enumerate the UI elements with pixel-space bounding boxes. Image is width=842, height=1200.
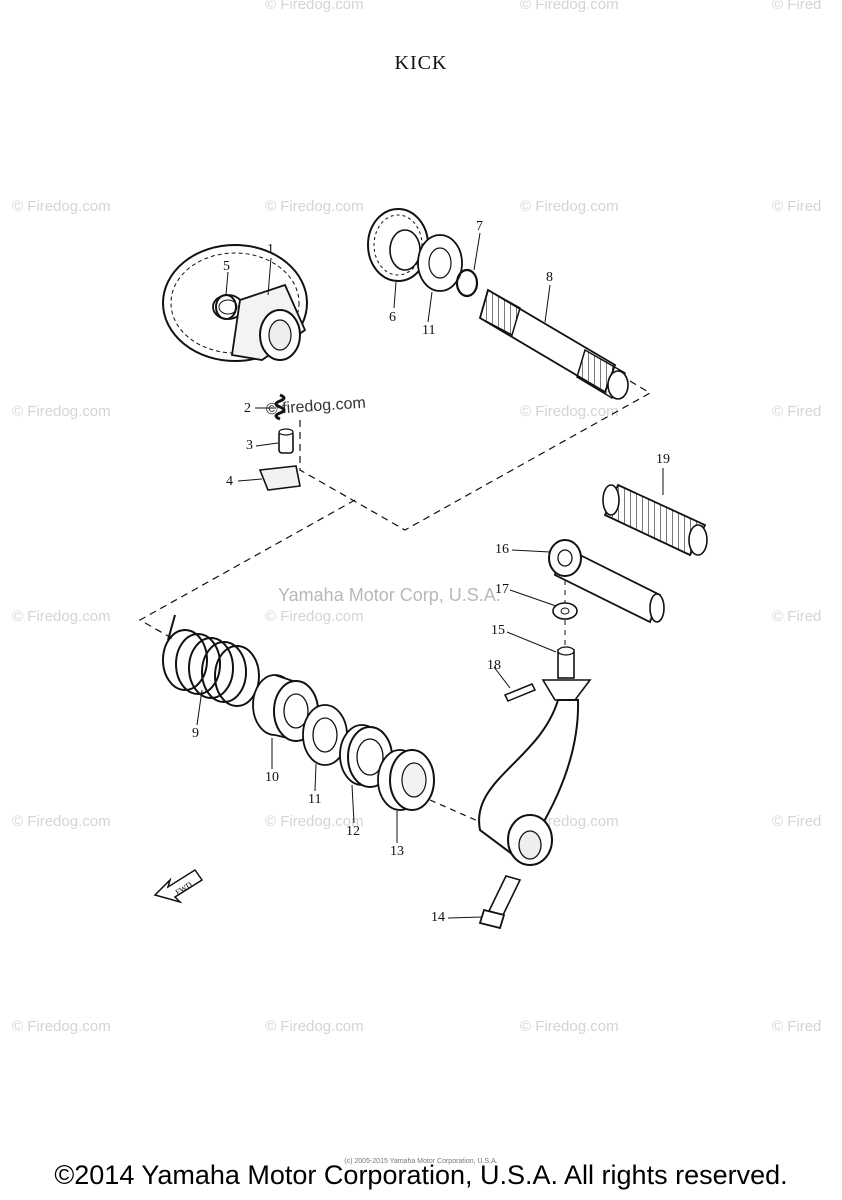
watermark: © Firedog.com xyxy=(265,198,364,215)
assembly-guide-line xyxy=(299,374,652,531)
callout-part-16: 16 xyxy=(495,542,509,557)
watermark: © Fired xyxy=(772,198,822,215)
watermark: © Fired xyxy=(772,608,822,625)
watermark: © Firedog.com xyxy=(520,1018,619,1035)
callout-part-11-top: 11 xyxy=(422,323,436,338)
watermark: © Firedog.com xyxy=(520,0,619,13)
callout-part-3: 3 xyxy=(246,438,253,453)
watermark: © Fired xyxy=(772,813,822,830)
callout-part-10: 10 xyxy=(265,770,279,785)
callout-part-2: 2 xyxy=(244,401,251,416)
bolt-part-14 xyxy=(478,875,522,930)
callout-part-17: 17 xyxy=(495,582,509,597)
circlip-part-7 xyxy=(455,268,479,298)
watermark: © Firedog.com xyxy=(265,813,364,830)
callout-part-9: 9 xyxy=(192,726,199,741)
grip-part-19 xyxy=(602,483,708,557)
kick-lever-part-16 xyxy=(548,539,665,624)
callout-part-7: 7 xyxy=(476,219,483,234)
pin-part-18 xyxy=(503,683,537,702)
callout-part-18: 18 xyxy=(487,658,501,673)
watermark: © Firedog.com xyxy=(520,198,619,215)
callout-part-12: 12 xyxy=(346,824,360,839)
watermark: © Firedog.com xyxy=(12,198,111,215)
watermark: © Firedog.com xyxy=(520,403,619,420)
spring-part-2 xyxy=(274,393,286,421)
leader-lines xyxy=(196,232,664,919)
watermark: © Firedog.com xyxy=(265,1018,364,1035)
watermark: © Fired xyxy=(772,403,822,420)
callout-part-15: 15 xyxy=(491,623,505,638)
callout-part-13: 13 xyxy=(390,844,404,859)
small-print: (c) 2005-2015 Yamaha Motor Corporation, … xyxy=(344,1158,498,1165)
page-title: KICK xyxy=(394,52,448,74)
watermark: © Fired xyxy=(772,0,822,13)
watermark: © Firedog.com xyxy=(12,813,111,830)
kick-crank-part-15 xyxy=(478,646,592,866)
washer-part-11-top xyxy=(417,234,463,292)
callout-part-6: 6 xyxy=(389,310,396,325)
callout-part-14: 14 xyxy=(431,910,445,925)
copyright-footer: ©2014 Yamaha Motor Corporation, U.S.A. A… xyxy=(54,1160,788,1190)
assembly-guide-line xyxy=(429,799,481,823)
watermark: © Firedog.com xyxy=(12,403,111,420)
assembly-guide-line xyxy=(138,499,356,641)
kick-axle-part-8 xyxy=(478,288,629,400)
callout-part-1: 1 xyxy=(267,242,274,257)
callout-part-11-bottom: 11 xyxy=(308,792,322,807)
callout-part-4: 4 xyxy=(226,474,233,489)
callout-part-8: 8 xyxy=(546,270,553,285)
watermark: © Firedog.com xyxy=(265,608,364,625)
callout-part-19: 19 xyxy=(656,452,670,467)
forward-arrow: FWD xyxy=(153,868,204,904)
watermark: © Firedog.com xyxy=(12,1018,111,1035)
clip-part-4 xyxy=(258,465,301,491)
watermark: © Firedog.com xyxy=(265,0,364,13)
spring-guide-part-10 xyxy=(252,674,319,742)
washer-part-17 xyxy=(552,602,578,620)
corp-watermark: Yamaha Motor Corp, U.S.A. xyxy=(278,585,501,605)
cover-part-13 xyxy=(377,749,435,811)
pin-part-3 xyxy=(278,428,294,454)
watermark: © Fired xyxy=(772,1018,822,1035)
return-spring-part-9 xyxy=(162,614,260,707)
callout-part-5: 5 xyxy=(223,259,230,274)
washer-part-11-bottom xyxy=(302,704,348,766)
watermark: © Firedog.com xyxy=(12,608,111,625)
